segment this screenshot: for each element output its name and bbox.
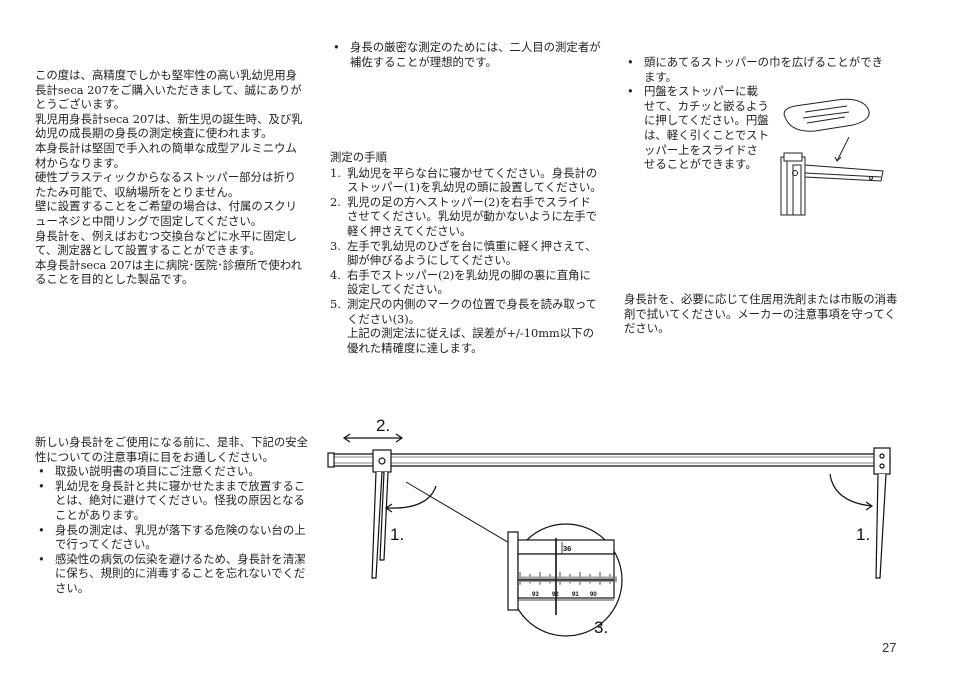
scale-number: 90 [590,592,597,598]
safety-item: 乳幼児を身長計と共に寝かせたままで放置することは、絶対に避けてください。怪我の原… [35,479,309,523]
step-text: 測定尺の内側のマークの位置で身長を読み取ってください(3)。 [347,296,598,326]
head-stopper [873,447,891,579]
intro-paragraph: 身長計を、例えばおむつ交換台などに水平に固定して、測定器として設置することができ… [35,228,297,258]
stopper-notes: 頭にあてるストッパーの巾を広げることができます。 円盤をストッパーに載せて、カチ… [624,55,892,172]
procedure-step: 1. 乳幼児を平らな台に寝かせてください。身長計のストッパー(1)を乳幼児の頭に設… [330,166,602,195]
procedure-title: 測定の手順 [330,150,387,164]
step-text: 乳幼児を平らな台に寝かせてください。身長計のストッパー(1)を乳幼児の頭に設置し… [347,165,602,195]
safety-list: 取扱い説明書の項目にご注意ください。 乳幼児を身長計と共に寝かせたままで放置する… [35,464,309,595]
step-number: 3. [330,238,341,253]
right-swing-arrow [829,473,873,507]
step-number: 2. [330,194,341,209]
safety-item: 身長の測定は、乳児が落下する危険のない台の上で行ってください。 [35,523,309,552]
procedure-step: 2. 乳児の足の方へストッパー(2)を右手でスライドさせてください。乳幼児が動かな… [330,195,602,239]
disc-item-text: 円盤をストッパーに載せて、カチッと嵌るように押してください。円盤は、軽く引くこと… [644,84,769,172]
step-number: 4. [330,267,341,282]
stopper-disc-illustration [780,98,884,216]
safety-item: 感染性の病気の伝染を避けるため、身長計を清潔に保ち、規則的に消毒することを忘れな… [35,552,309,596]
right-stopper-label: 1. [856,525,870,544]
left-stopper-label: 1. [390,525,404,544]
safety-item: 取扱い説明書の項目にご注意ください。 [35,464,309,479]
reading-label: 3. [594,618,608,637]
stopper-width-item: 頭にあてるストッパーの巾を広げることができます。 [624,55,892,84]
scale-number: 92 [552,592,559,598]
procedure-step: 4. 右手でストッパー(2)を乳幼児の脚の裏に直角に設定してください。 [330,268,602,297]
intro-paragraph: 乳児用身長計seca 207は、新生児の誕生時、及び乳幼児の成長期の身長の測定検… [35,111,303,141]
movable-stopper [371,449,392,579]
second-measurer-note: 身長の厳密な測定のためには、二人目の測定者が補佐することが理想的です。 [330,40,602,69]
length-measure-diagram: 36 93 92 91 90 2. 1. 1. 3. [327,416,891,637]
page-number: 27 [882,640,897,655]
procedure-step: 3. 左手で乳幼児のひざを台に慎重に軽く押さえて、脚が伸びるようにしてください。 [330,239,602,268]
scale-top-label: 36 [563,544,571,553]
scale-number: 91 [572,592,579,598]
scale-number: 93 [532,592,539,598]
procedure-step: 5. 測定尺の内側のマークの位置で身長を読み取ってください(3)。上記の測定法に従… [330,297,602,355]
step-text: 右手でストッパー(2)を乳幼児の脚の裏に直角に設定してください。 [347,267,591,297]
step-text: 乳児の足の方へストッパー(2)を右手でスライドさせてください。乳幼児が動かないよ… [347,194,598,238]
step-number: 5. [330,296,341,311]
intro-paragraph: この度は、高精度でしかも堅牢性の高い乳幼児用身長計seca 207をご購入いただ… [35,68,302,112]
step-number: 1. [330,165,341,180]
second-measurer-item: 身長の厳密な測定のためには、二人目の測定者が補佐することが理想的です。 [330,40,602,69]
intro-text: この度は、高精度でしかも堅牢性の高い乳幼児用身長計seca 207をご購入いただ… [35,68,307,287]
measurement-procedure: 測定の手順 1. 乳幼児を平らな台に寝かせてください。身長計のストッパー(1)を乳… [330,150,602,355]
step-text: 左手で乳幼児のひざを台に慎重に軽く押さえて、脚が伸びるようにしてください。 [347,238,597,268]
safety-intro: 新しい身長計をご使用になる前に、是非、下記の安全性についての注意事項に目をお通し… [35,435,309,464]
intro-paragraph: 本身長計は堅固で手入れの簡単な成型アルミニウム材からなります。 [35,140,297,170]
measuring-rail [329,453,891,467]
safety-notes: 新しい身長計をご使用になる前に、是非、下記の安全性についての注意事項に目をお通し… [35,435,309,596]
intro-paragraph: 硬性プラスティックからなるストッパー部分は折りたたみ可能で、収納場所をとりません… [35,170,297,199]
disc-item: 円盤をストッパーに載せて、カチッと嵌るように押してください。円盤は、軽く引くこと… [624,84,892,172]
accuracy-note: 上記の測定法に従えば、誤差が+/-10mm以下の優れた精確度に達します。 [347,326,594,355]
intro-paragraph: 本身長計seca 207は主に病院･医院･診療所で使われることを目的とした製品で… [35,257,302,287]
cleaning-note: 身長計を、必要に応じて住居用洗剤または市販の消毒剤で拭いてください。メーカーの注… [624,292,898,336]
procedure-steps: 1. 乳幼児を平らな台に寝かせてください。身長計のストッパー(1)を乳幼児の頭に設… [330,166,602,356]
slide-label: 2. [376,416,390,435]
left-swing-arrow [385,485,437,509]
intro-paragraph: 壁に設置することをご希望の場合は、付属のスクリューネジと中間リングで固定してくだ… [35,199,297,228]
scale-ticks [519,572,617,585]
